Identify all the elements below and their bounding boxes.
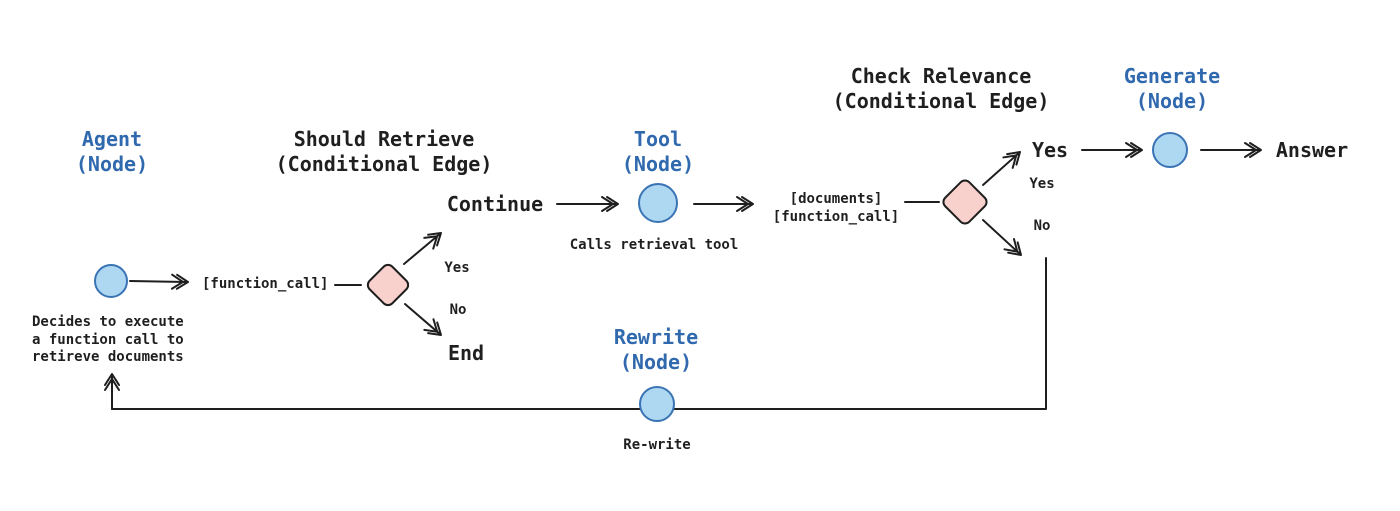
- check-relevance-yes-branch-label: Yes: [1031, 138, 1069, 162]
- should-retrieve-subtitle: (Conditional Edge): [275, 152, 493, 176]
- arrow-should-retrieve-no: [404, 303, 442, 336]
- agent-node-subtitle: (Node): [75, 152, 149, 176]
- arrow-yes-to-generate: [1081, 142, 1143, 158]
- generate-node-title: Generate: [1123, 64, 1221, 88]
- agent-note: Decides to execute a function call to re…: [32, 314, 184, 367]
- tool-node-label: Tool (Node): [622, 127, 694, 177]
- agent-node-title: Agent: [81, 127, 143, 151]
- check-relevance-title: Check Relevance: [850, 64, 1032, 88]
- arrow-agent-to-function-call: [129, 273, 189, 290]
- documents-state-line1: [documents]: [789, 191, 883, 207]
- tool-node-title: Tool: [633, 127, 683, 151]
- function-call-state-label: [function_call]: [202, 276, 329, 292]
- arrow-generate-to-answer: [1200, 142, 1262, 158]
- arrow-check-relevance-yes: [982, 151, 1021, 186]
- should-retrieve-diamond: [366, 263, 410, 307]
- rewrite-caption: Re-write: [623, 437, 691, 453]
- tool-node-circle: [638, 183, 678, 223]
- should-retrieve-yes-label: Yes: [444, 260, 470, 276]
- should-retrieve-title: Should Retrieve: [293, 127, 475, 151]
- check-relevance-subtitle: (Conditional Edge): [832, 89, 1050, 113]
- should-retrieve-label: Should Retrieve (Conditional Edge): [276, 127, 493, 177]
- generate-node-circle: [1152, 132, 1188, 168]
- should-retrieve-no-label: No: [449, 302, 467, 318]
- documents-state-label: [documents] [function_call]: [773, 190, 899, 226]
- rewrite-node-subtitle: (Node): [619, 350, 693, 374]
- agent-node-circle: [94, 264, 128, 298]
- rewrite-node-label: Rewrite (Node): [614, 325, 698, 375]
- documents-state-line2: [function_call]: [772, 209, 900, 225]
- check-relevance-label: Check Relevance (Conditional Edge): [833, 64, 1050, 114]
- generate-node-subtitle: (Node): [1135, 89, 1209, 113]
- arrow-continue-to-tool: [556, 196, 619, 212]
- continue-edge-label: Continue: [446, 192, 544, 216]
- check-relevance-yes-label: Yes: [1029, 176, 1055, 192]
- agent-note-line3: retireve documents: [32, 349, 184, 365]
- arrow-should-retrieve-yes: [403, 232, 442, 265]
- tool-caption: Calls retrieval tool: [569, 237, 739, 253]
- agent-node-label: Agent (Node): [76, 127, 148, 177]
- check-relevance-diamond: [942, 179, 988, 225]
- arrow-feedback-to-agent: [104, 373, 120, 410]
- agent-note-line2: a function call to: [32, 331, 184, 348]
- rewrite-node-circle: [639, 386, 675, 422]
- rewrite-node-title: Rewrite: [613, 325, 699, 349]
- check-relevance-no-label: No: [1033, 218, 1051, 234]
- tool-node-subtitle: (Node): [621, 152, 695, 176]
- generate-node-label: Generate (Node): [1124, 64, 1220, 114]
- arrow-tool-to-documents: [693, 196, 754, 212]
- end-label: End: [447, 341, 485, 365]
- agent-note-line1: Decides to execute: [32, 314, 184, 330]
- answer-label: Answer: [1275, 138, 1349, 162]
- arrow-check-relevance-no: [982, 219, 1022, 256]
